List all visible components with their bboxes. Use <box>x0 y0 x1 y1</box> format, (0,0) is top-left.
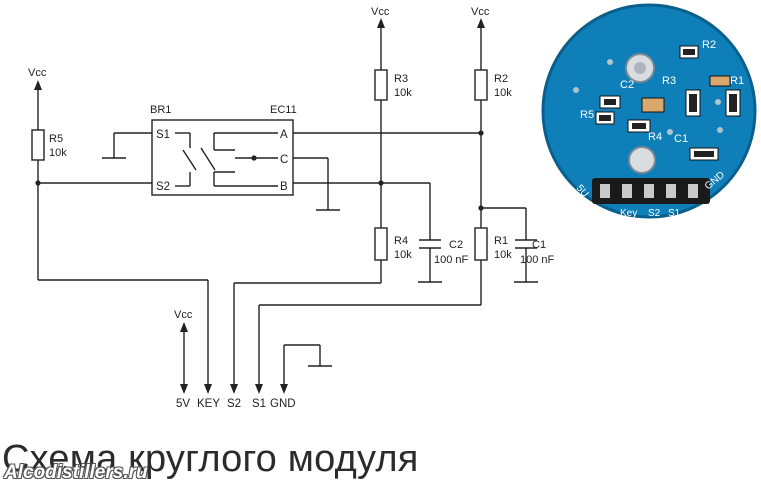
svg-text:R2: R2 <box>494 73 508 85</box>
capacitor-c1: C1 100 nF <box>515 239 555 266</box>
svg-text:C2: C2 <box>449 239 463 251</box>
vcc-symbol: Vcc <box>28 67 47 130</box>
svg-text:Vcc: Vcc <box>174 309 193 321</box>
silk-label: R3 <box>662 75 676 87</box>
svg-text:Vcc: Vcc <box>371 6 390 18</box>
svg-text:C: C <box>280 154 288 166</box>
resistor-r3: R3 10k <box>374 69 412 101</box>
vcc-symbol: Vcc <box>471 6 490 70</box>
watermark-logo: Alcodistillers.ru <box>4 462 148 483</box>
svg-text:100 nF: 100 nF <box>434 254 469 266</box>
silk-label: C1 <box>674 133 688 145</box>
svg-text:10k: 10k <box>394 249 412 261</box>
encoder-switch: BR1 EC11 S1 S2 A C B <box>150 104 297 196</box>
svg-text:A: A <box>280 129 288 141</box>
pcb-photo: R2 R3 R1 C2 R5 R4 C1 5U Key S2 S1 GND <box>541 3 757 219</box>
svg-text:BR1: BR1 <box>150 104 171 116</box>
svg-text:R4: R4 <box>394 235 408 247</box>
svg-text:R3: R3 <box>394 73 408 85</box>
circuit-schematic: Vcc Vcc Vcc Vcc R5 10k BR1 EC11 S1 S2 A … <box>28 6 555 410</box>
capacitor-c2: C2 100 nF <box>419 239 469 266</box>
silk-label: C2 <box>620 79 634 91</box>
svg-text:R5: R5 <box>49 133 63 145</box>
vcc-symbol: Vcc <box>371 6 390 70</box>
svg-text:R1: R1 <box>494 235 508 247</box>
svg-text:GND: GND <box>270 398 296 410</box>
svg-text:10k: 10k <box>494 249 512 261</box>
vcc-symbol: Vcc <box>174 309 193 390</box>
silk-label: R4 <box>648 131 662 143</box>
resistor-r4: R4 10k <box>374 227 412 261</box>
svg-text:KEY: KEY <box>197 398 220 410</box>
resistor-r1: R1 10k <box>474 227 512 261</box>
resistor-r2: R2 10k <box>474 69 512 101</box>
svg-text:10k: 10k <box>394 87 412 99</box>
svg-text:EC11: EC11 <box>270 104 297 116</box>
svg-text:10k: 10k <box>49 147 67 159</box>
svg-text:S1: S1 <box>156 129 170 141</box>
silk-label: Key <box>620 208 637 219</box>
silk-label: R1 <box>730 75 744 87</box>
svg-text:S2: S2 <box>156 181 170 193</box>
resistor-r5: R5 10k <box>31 129 67 161</box>
svg-text:100 nF: 100 nF <box>520 254 555 266</box>
svg-text:Vcc: Vcc <box>28 67 47 79</box>
svg-text:5V: 5V <box>176 398 190 410</box>
silk-label: R2 <box>702 39 716 51</box>
svg-text:Vcc: Vcc <box>471 6 490 18</box>
svg-text:B: B <box>280 181 288 193</box>
silk-label: S2 <box>648 208 661 219</box>
svg-text:S2: S2 <box>227 398 241 410</box>
silk-label: S1 <box>668 208 681 219</box>
svg-text:C1: C1 <box>532 239 546 251</box>
connector-header: 5V KEY S2 S1 GND <box>176 384 296 410</box>
svg-text:10k: 10k <box>494 87 512 99</box>
caption-title: Схема круглого модуля <box>2 438 419 480</box>
silk-label: R5 <box>580 109 594 121</box>
svg-text:S1: S1 <box>252 398 266 410</box>
